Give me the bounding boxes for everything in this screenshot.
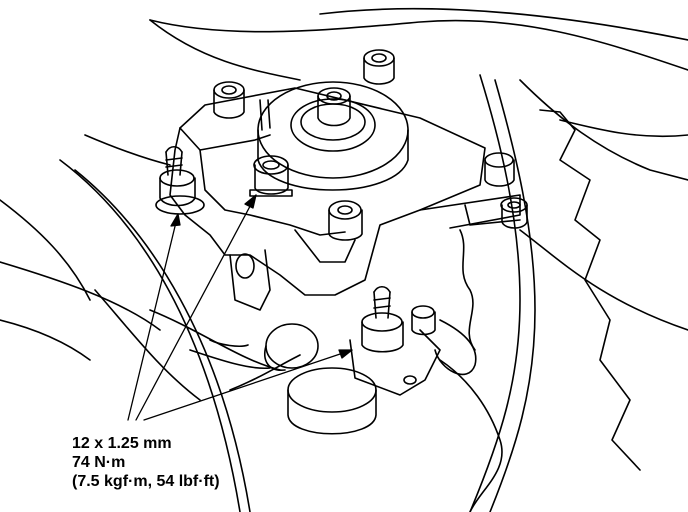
body-panel-outlines xyxy=(149,7,688,512)
mount-studs xyxy=(155,145,441,396)
mount-damper xyxy=(257,81,409,191)
nut-far-right xyxy=(500,197,528,229)
nut-center xyxy=(317,87,351,127)
torque-other-units-label: (7.5 kgf·m, 54 lbf·ft) xyxy=(72,473,220,490)
wheel-arcs xyxy=(0,134,251,512)
hose-end-cap xyxy=(264,323,319,371)
leader-arrowhead-1 xyxy=(170,213,181,227)
callout-leaders xyxy=(127,194,353,421)
torque-metric-label: 74 N·m xyxy=(72,454,126,471)
nut-front-left xyxy=(249,155,293,197)
leader-arrowhead-2 xyxy=(244,194,257,209)
hoses-and-wires xyxy=(149,309,477,391)
nut-top-right xyxy=(363,49,395,85)
leader-arrowhead-3 xyxy=(338,349,353,359)
nut-right xyxy=(484,152,515,187)
nut-top-left xyxy=(213,81,245,119)
sensor-cylinder xyxy=(287,367,377,435)
bolt-size-label: 12 x 1.25 mm xyxy=(72,435,172,452)
nut-front-right xyxy=(328,200,363,241)
stud-lower xyxy=(349,285,441,396)
mount-nuts xyxy=(213,49,528,241)
torque-spec-callout: 12 x 1.25 mm 74 N·m (7.5 kgf·m, 54 lbf·f… xyxy=(72,434,220,491)
stud-left xyxy=(155,145,205,215)
mount-bracket xyxy=(169,87,521,311)
